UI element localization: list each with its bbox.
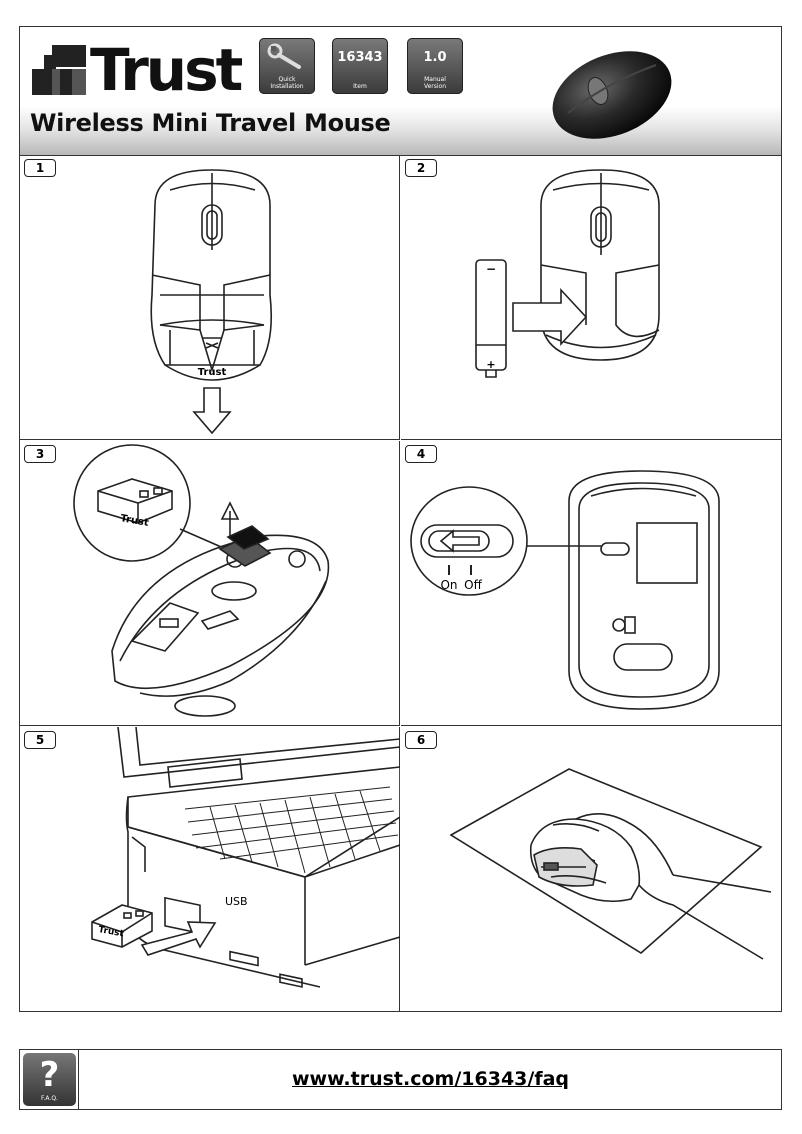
faq-url-link[interactable]: www.trust.com/16343/faq [291, 1068, 570, 1090]
trust-logo-mark-icon [32, 45, 86, 95]
hand-on-mouse-mousepad-icon [449, 768, 772, 960]
step-number-1: 1 [24, 159, 56, 177]
faq-footer: ? F.A.Q. www.trust.com/16343/faq [19, 1049, 782, 1110]
receiver-brand-label: Trust [119, 513, 149, 529]
insert-battery-icon: − + [475, 169, 660, 378]
receiver-brand-label-5: Trust [97, 925, 125, 939]
step-5-panel: USB Trust 5 [20, 727, 400, 1012]
plug-receiver-usb-icon: USB Trust [91, 727, 400, 988]
page-title: Wireless Mini Travel Mouse [30, 109, 391, 137]
version-label-line1: Manual [424, 76, 446, 83]
manual-version-badge: 1.0 Manual Version [407, 38, 463, 94]
mouse-photo-icon [552, 51, 672, 139]
step-4-panel: On Off 4 [401, 441, 781, 726]
faq-icon-glyph: ? [39, 1055, 60, 1095]
step-2-panel: − + 2 [401, 155, 781, 440]
header: Trust Quick Installation 16343 Item 1.0 … [20, 27, 781, 156]
mouse-brand-label: Trust [198, 367, 227, 378]
step-number-3: 3 [24, 445, 56, 463]
step-6-panel: 6 [401, 727, 781, 1012]
version-number: 1.0 [423, 50, 447, 65]
quick-installation-badge: Quick Installation [259, 38, 315, 94]
switch-off-label: Off [464, 578, 482, 592]
brand-name: Trust [90, 36, 243, 104]
version-label-line2: Version [423, 83, 447, 90]
manual-sheet: Trust Quick Installation 16343 Item 1.0 … [19, 26, 782, 1012]
remove-receiver-icon: Trust [73, 444, 330, 717]
power-switch-icon: On Off [410, 470, 720, 710]
faq-icon-label: F.A.Q. [41, 1095, 58, 1102]
badge-label-line2: Installation [270, 83, 304, 90]
step-number-4: 4 [405, 445, 437, 463]
battery-minus-label: − [486, 262, 496, 276]
wrench-icon [267, 43, 301, 69]
step-3-panel: Trust 3 [20, 441, 400, 726]
step-number-6: 6 [405, 731, 437, 749]
item-number-badge: 16343 Item [332, 38, 388, 94]
step-1-panel: Trust 1 [20, 155, 400, 440]
trust-logo: Trust [30, 36, 243, 104]
item-label: Item [353, 83, 367, 90]
item-number: 16343 [337, 50, 383, 65]
mouse-top-cover-icon: Trust [150, 169, 273, 435]
usb-port-label: USB [225, 895, 248, 908]
faq-icon: ? F.A.Q. [20, 1050, 79, 1109]
step-number-2: 2 [405, 159, 437, 177]
question-mark-icon: ? F.A.Q. [23, 1053, 76, 1106]
step-number-5: 5 [24, 731, 56, 749]
switch-on-label: On [440, 578, 457, 592]
steps-grid: Trust 1 [20, 155, 781, 1012]
battery-plus-label: + [486, 358, 495, 371]
badge-label-line1: Quick [278, 76, 296, 83]
